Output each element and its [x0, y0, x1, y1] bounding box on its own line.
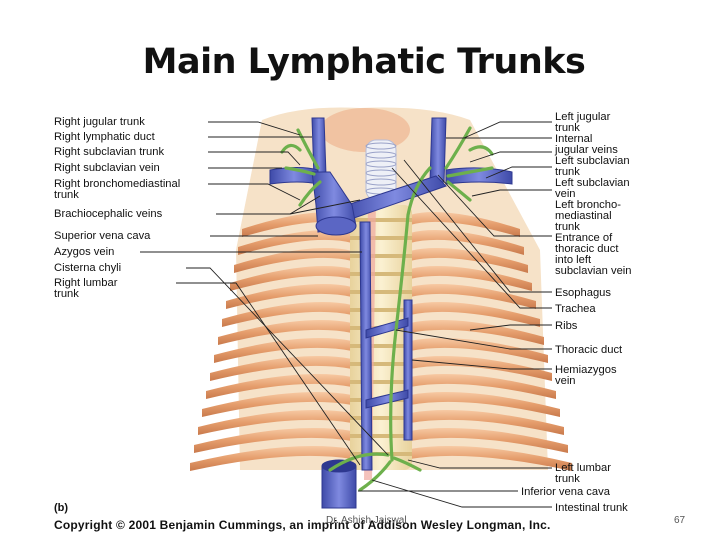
- tracheal-ring: [365, 142, 397, 150]
- rib-right: [410, 320, 544, 345]
- vertebral-column: [350, 205, 412, 470]
- rib-right: [410, 356, 552, 381]
- rib-right: [410, 410, 564, 435]
- intervertebral-disc: [350, 290, 412, 294]
- rib-right: [410, 338, 548, 363]
- rib-left: [234, 248, 352, 273]
- rib-right: [410, 374, 556, 399]
- label-left-subclavian-vein: Left subclavian vein: [555, 177, 630, 200]
- intervertebral-disc: [350, 218, 412, 222]
- rib-left: [210, 356, 352, 381]
- rib-right: [410, 392, 560, 417]
- intervertebral-disc: [350, 308, 412, 312]
- tracheal-ring: [365, 178, 397, 186]
- leader-lines: [140, 121, 552, 508]
- label-right-subclavian-trunk: Right subclavian trunk: [54, 146, 165, 158]
- label-left-lumbar-trunk: Left lumbar trunk: [555, 462, 611, 485]
- rib-right: [410, 266, 532, 291]
- label-entrance-thoracic-duct: Entrance of thoracic duct into left subc…: [555, 232, 632, 277]
- rib-left: [226, 284, 352, 309]
- rib-right: [410, 248, 528, 273]
- label-internal-jugular-veins: Internal jugular veins: [555, 133, 618, 156]
- label-right-lumbar-trunk: Right lumbar trunk: [54, 277, 118, 300]
- rib-left: [194, 428, 352, 453]
- label-azygos-vein: Azygos vein: [54, 246, 115, 258]
- copyright-line: Copyright © 2001 Benjamin Cummings, an i…: [54, 518, 551, 532]
- label-intestinal-trunk: Intestinal trunk: [555, 502, 628, 514]
- rib-left: [222, 302, 352, 327]
- intervertebral-disc: [350, 344, 412, 348]
- label-right-subclavian-vein: Right subclavian vein: [54, 162, 160, 174]
- rib-left: [206, 374, 352, 399]
- rib-left: [190, 446, 352, 471]
- rib-left: [198, 410, 352, 435]
- label-right-lymphatic-duct: Right lymphatic duct: [54, 131, 155, 143]
- intervertebral-disc: [350, 236, 412, 240]
- rib-right: [410, 284, 536, 309]
- intervertebral-disc: [350, 272, 412, 276]
- figure-tag: (b): [54, 502, 69, 514]
- rib-left: [218, 320, 352, 345]
- footer-author: Dr. Ashish Jaiswal: [326, 515, 407, 526]
- label-left-jugular-trunk: Left jugular trunk: [555, 111, 611, 134]
- label-ribs: Ribs: [555, 320, 578, 332]
- label-cisterna-chyli: Cisterna chyli: [54, 262, 122, 274]
- rib-right: [410, 428, 568, 453]
- rib-right: [410, 230, 524, 255]
- label-left-bronchomediastinal-trunk: Left broncho- mediastinal trunk: [555, 199, 621, 233]
- label-hemiazygos-vein: Hemiazygos vein: [555, 364, 617, 387]
- label-trachea: Trachea: [555, 303, 596, 315]
- rib-left: [230, 266, 352, 291]
- intervertebral-disc: [350, 254, 412, 258]
- rib-right: [410, 302, 540, 327]
- tracheal-ring: [365, 151, 397, 159]
- tracheal-ring: [365, 160, 397, 168]
- trachea: [365, 139, 397, 201]
- label-inferior-vena-cava: Inferior vena cava: [521, 486, 610, 498]
- label-brachiocephalic-veins: Brachiocephalic veins: [54, 208, 163, 220]
- intervertebral-disc: [350, 380, 412, 384]
- label-right-bronchomediastinal-trunk: Right bronchomediastinal trunk: [54, 178, 181, 201]
- intervertebral-disc: [350, 416, 412, 420]
- label-thoracic-duct: Thoracic duct: [555, 344, 623, 356]
- slide-title: Main Lymphatic Trunks: [142, 42, 586, 82]
- lymphatic-vessels: [280, 126, 494, 492]
- page-number: 67: [674, 515, 686, 526]
- rib-left: [214, 338, 352, 363]
- label-right-jugular-trunk: Right jugular trunk: [54, 116, 145, 128]
- label-superior-vena-cava: Superior vena cava: [54, 230, 151, 242]
- rib-left: [238, 230, 352, 255]
- label-esophagus: Esophagus: [555, 287, 611, 299]
- intervertebral-disc: [350, 362, 412, 366]
- rib-right: [410, 446, 572, 471]
- intervertebral-disc: [350, 434, 412, 438]
- label-left-subclavian-trunk: Left subclavian trunk: [555, 155, 630, 178]
